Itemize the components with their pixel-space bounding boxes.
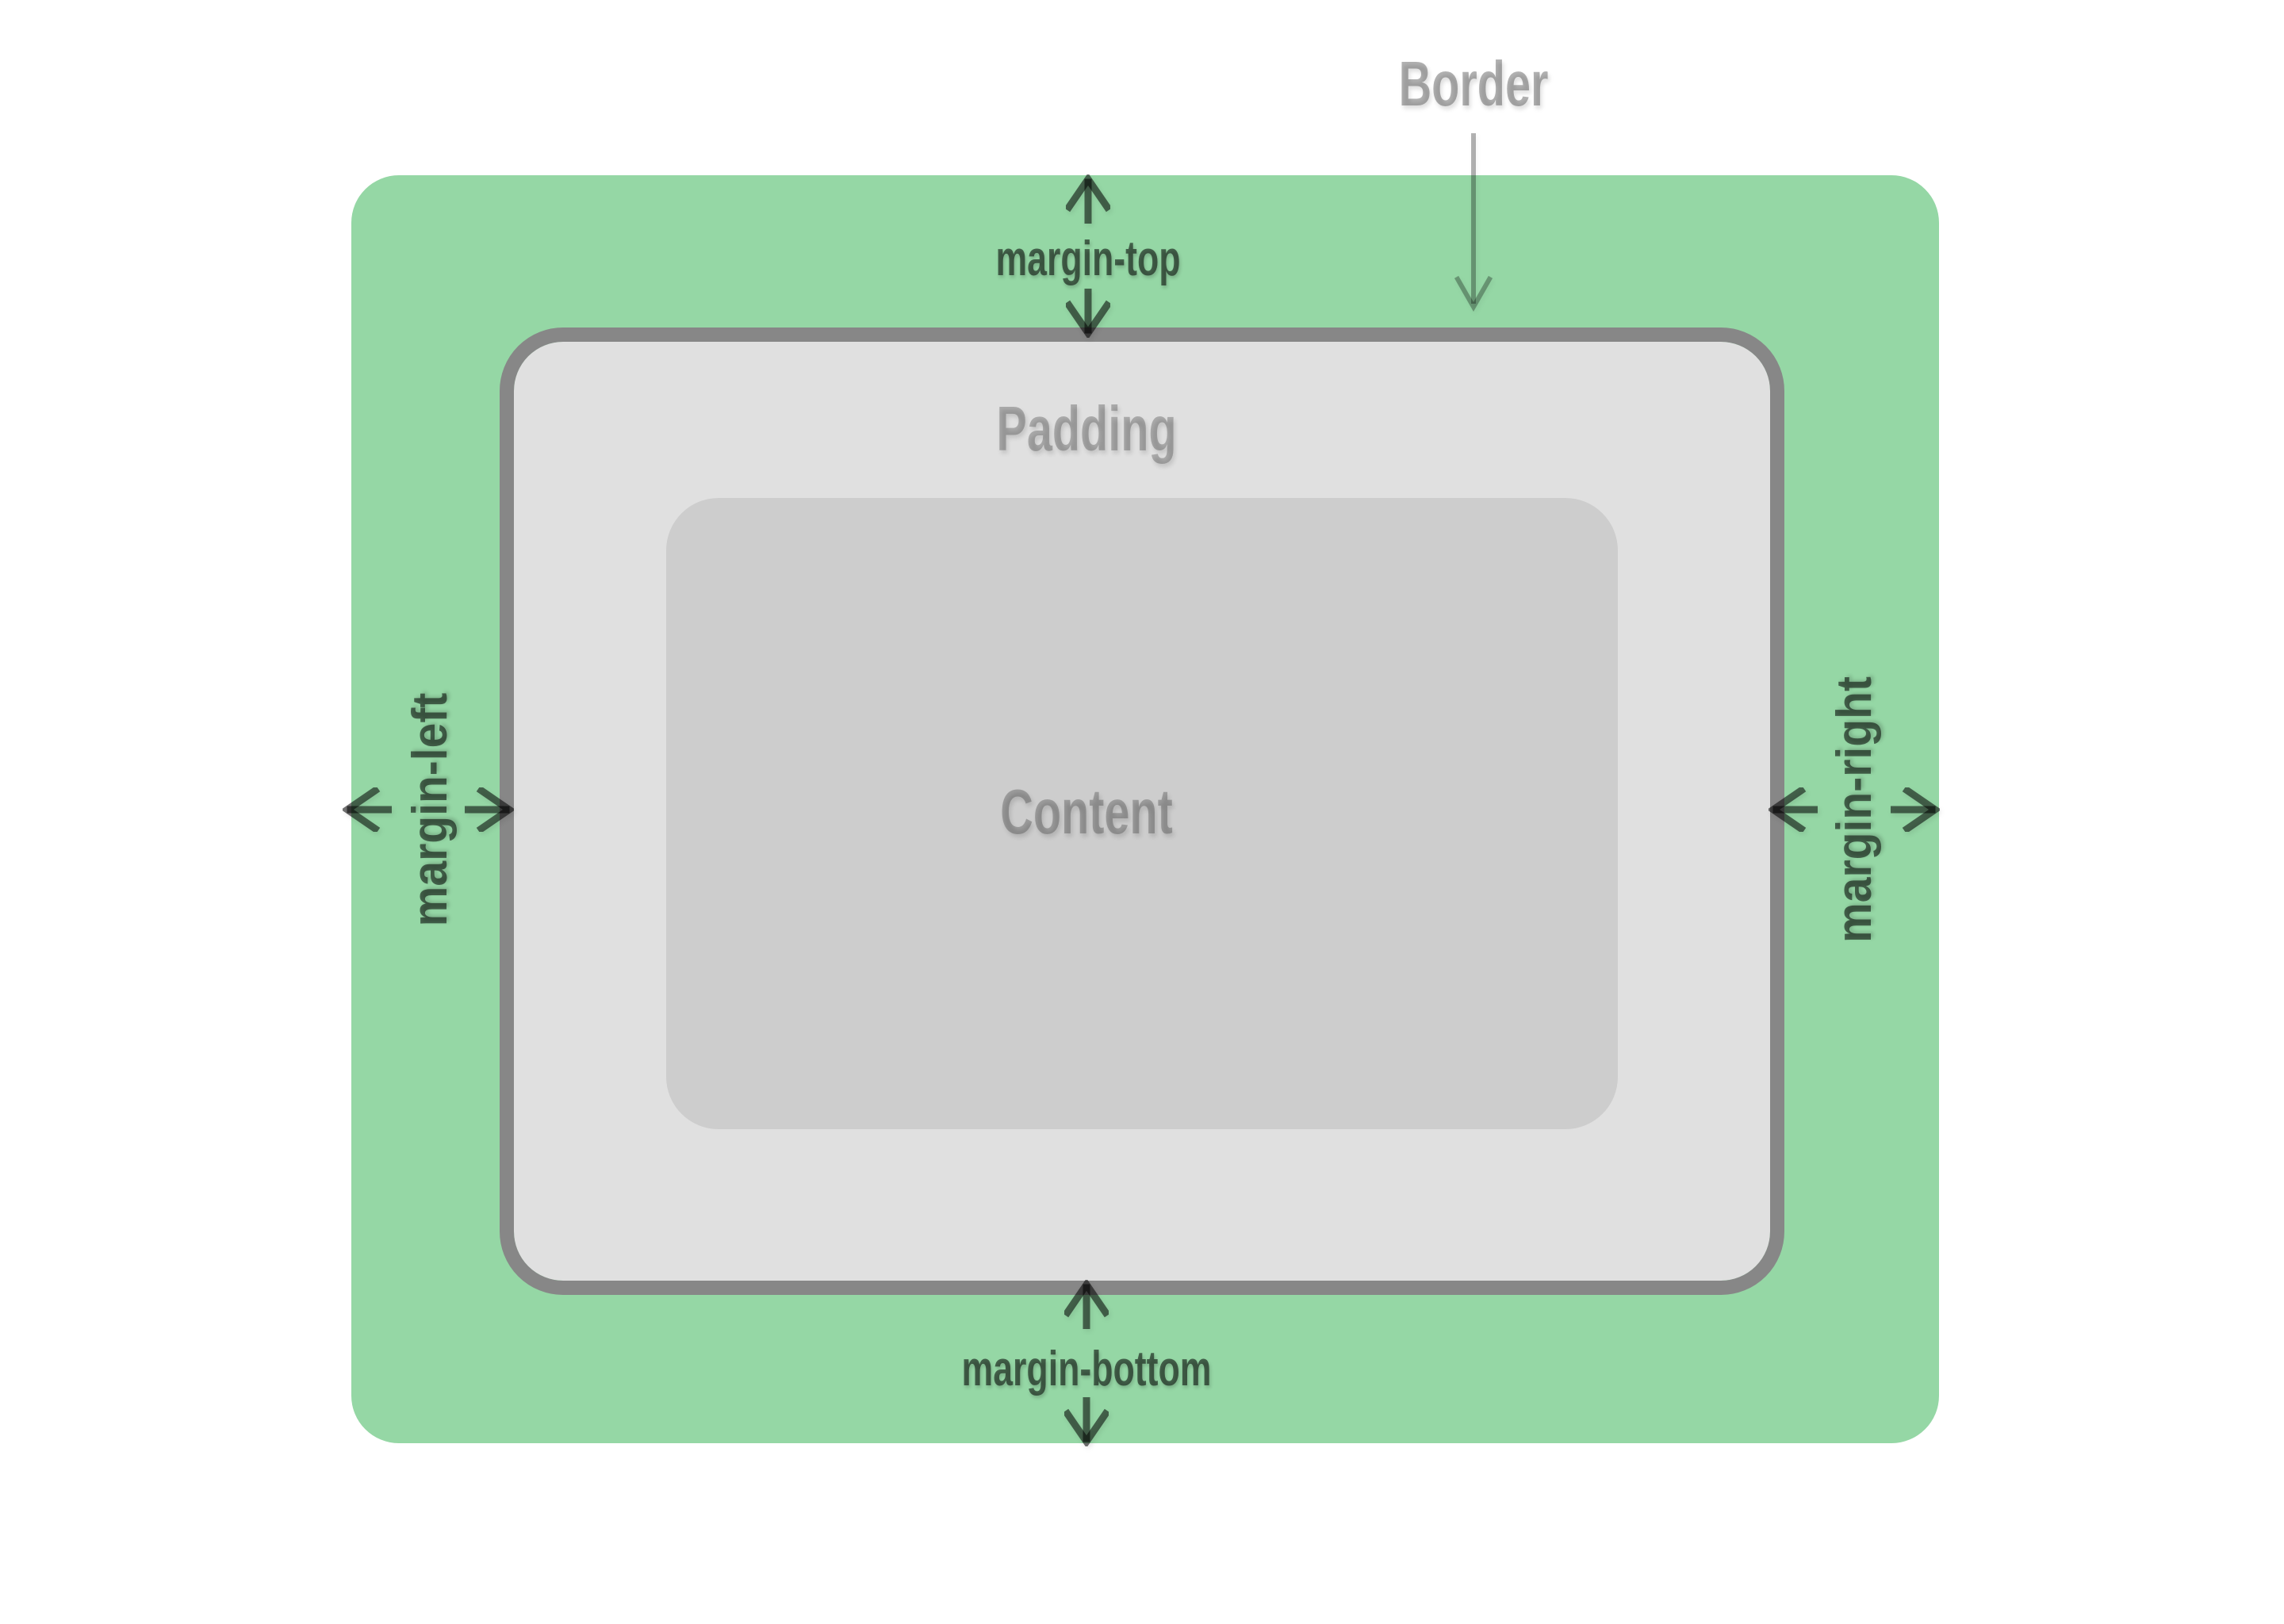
border-pointer-arrow-down-icon — [1454, 133, 1493, 312]
margin-right-label: margin-right — [1827, 676, 1882, 943]
margin-bottom-arrow-up-icon — [1064, 1280, 1109, 1329]
margin-right-arrow-left-icon — [1769, 787, 1818, 832]
margin-left-arrow-left-icon — [343, 787, 392, 832]
padding-label: Padding — [996, 393, 1177, 464]
margin-top-label: margin-top — [995, 232, 1181, 286]
margin-left-arrow-right-icon — [465, 787, 514, 832]
margin-left-label: margin-left — [403, 692, 458, 927]
margin-right-arrow-right-icon — [1891, 787, 1940, 832]
content-label: Content — [1000, 776, 1173, 847]
margin-bottom-arrow-down-icon — [1064, 1397, 1109, 1446]
margin-top-arrow-up-icon — [1066, 174, 1110, 224]
border-label: Border — [1398, 48, 1549, 119]
margin-bottom-label: margin-bottom — [961, 1342, 1212, 1396]
margin-top-arrow-down-icon — [1066, 289, 1110, 338]
content-box — [666, 498, 1618, 1129]
